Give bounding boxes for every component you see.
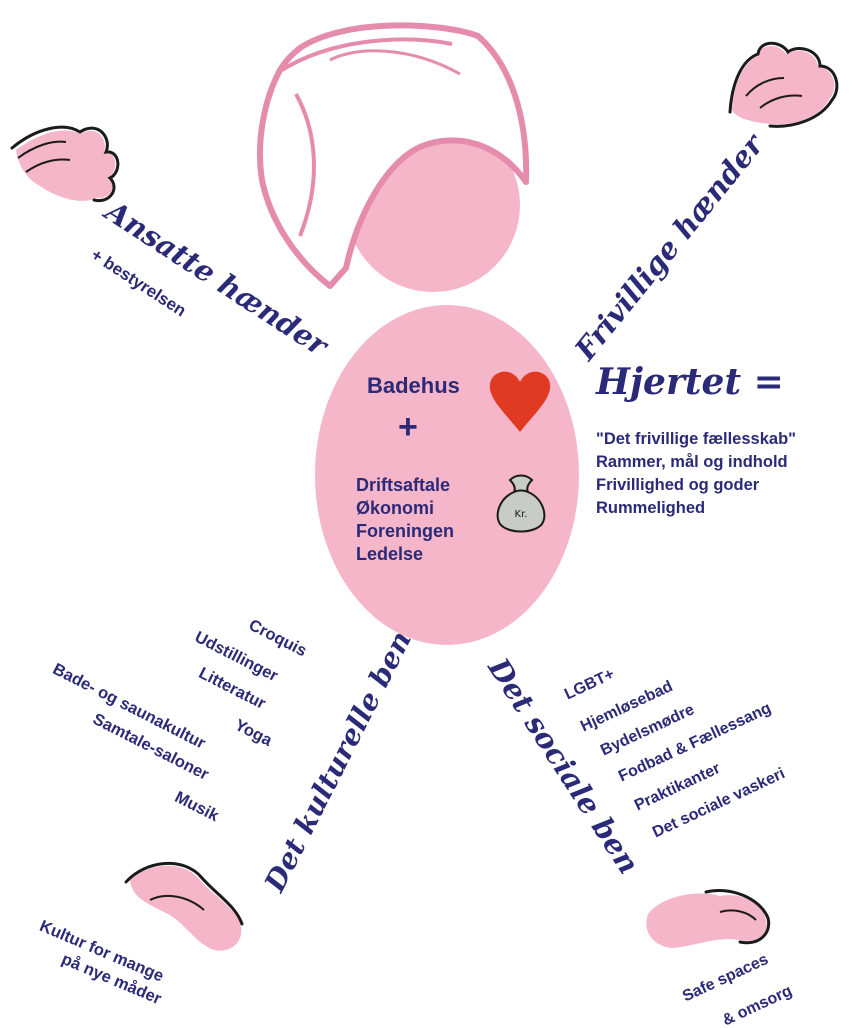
badehus-label: Badehus (367, 373, 460, 399)
body-list: Driftsaftale Økonomi Foreningen Ledelse (356, 474, 454, 566)
left-hand-icon (12, 127, 118, 201)
right-foot-icon (646, 890, 768, 948)
money-bag-label: Kr. (515, 509, 528, 520)
heart-item: Rummelighed (596, 497, 796, 520)
body-item: Foreningen (356, 520, 454, 543)
left-foot-icon (126, 863, 242, 950)
heart-list: "Det frivillige fællesskab" Rammer, mål … (596, 428, 796, 520)
body-item: Ledelse (356, 543, 454, 566)
body-item: Økonomi (356, 497, 454, 520)
heart-item: Rammer, mål og indhold (596, 451, 796, 474)
heart-item: "Det frivillige fællesskab" (596, 428, 796, 451)
right-hand-icon (730, 43, 837, 126)
plus-icon: + (398, 408, 418, 447)
heart-title: Hjertet = (596, 361, 784, 403)
heart-item: Frivillighed og goder (596, 474, 796, 497)
body-item: Driftsaftale (356, 474, 454, 497)
